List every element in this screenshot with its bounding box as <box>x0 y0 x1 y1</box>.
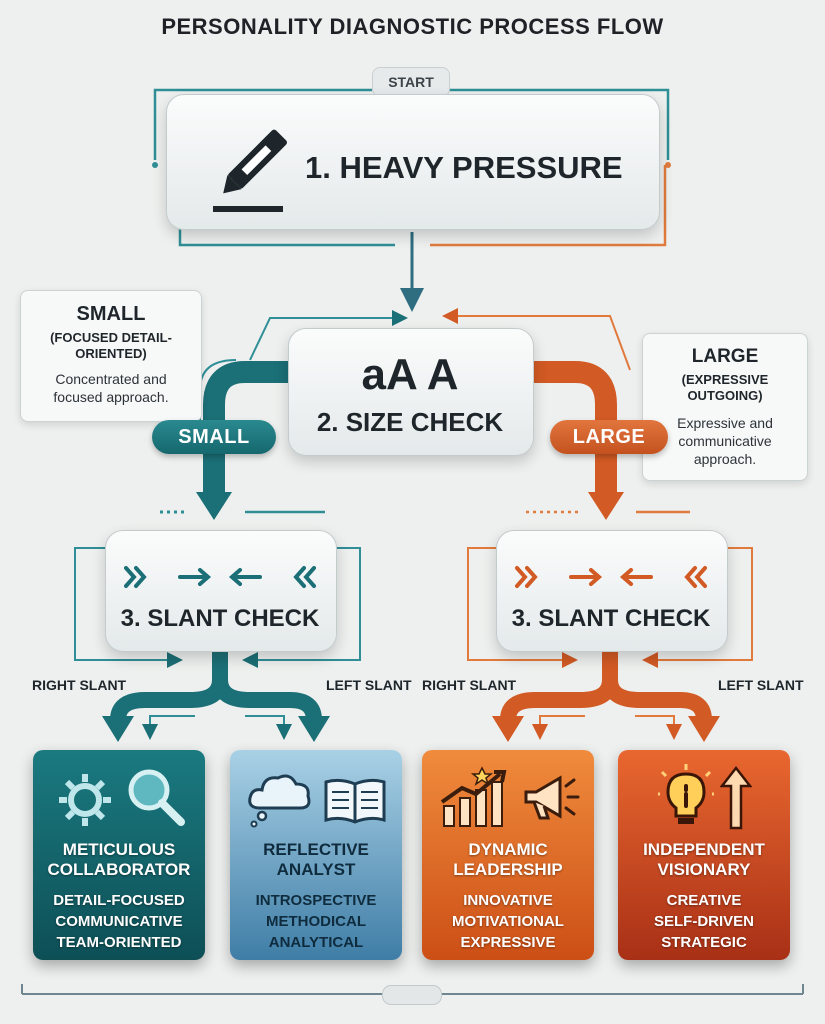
converging-arrows-icon <box>124 566 316 588</box>
large-note-heading: LARGE <box>691 346 759 367</box>
start-label: START <box>372 67 450 97</box>
up-arrow-icon <box>720 765 752 830</box>
branch-label-left-slant: LEFT SLANT <box>326 677 412 693</box>
branch-label-right-slant: RIGHT SLANT <box>32 677 127 693</box>
trait: CREATIVE <box>666 892 742 909</box>
result-card-meticulous-collaborator: METICULOUS COLLABORATOR DETAIL-FOCUSED C… <box>33 750 205 960</box>
result-traits: INNOVATIVE MOTIVATIONAL EXPRESSIVE <box>422 890 594 953</box>
growth-chart-icon <box>440 766 507 827</box>
converging-arrows-icon <box>515 566 707 588</box>
pencil-icon <box>213 129 287 212</box>
megaphone-icon <box>524 775 580 820</box>
branch-label-right-slant: RIGHT SLANT <box>422 677 517 693</box>
result-traits: INTROSPECTIVE METHODICAL ANALYTICAL <box>230 890 402 953</box>
size-check-label: 2. SIZE CHECK <box>316 407 504 437</box>
result-title: REFLECTIVE ANALYST <box>263 840 369 879</box>
thought-cloud-icon <box>248 774 311 828</box>
gear-icon <box>59 774 111 826</box>
size-glyph: aA A <box>361 350 459 399</box>
branch-label-left-slant: LEFT SLANT <box>718 677 804 693</box>
trait: ANALYTICAL <box>268 934 364 951</box>
slant-check-box-left <box>105 530 337 652</box>
trait: TEAM-ORIENTED <box>56 934 182 951</box>
trait: INTROSPECTIVE <box>255 892 377 909</box>
magnifier-icon <box>128 769 185 826</box>
slant-check-label-right: 3. SLANT CHECK <box>511 605 711 632</box>
trait: COMMUNICATIVE <box>55 913 183 930</box>
lightbulb-icon <box>658 764 714 824</box>
size-check-box <box>288 328 534 456</box>
small-note: SMALL (FOCUSED DETAIL-ORIENTED) Concentr… <box>20 290 202 422</box>
large-note-text: Expressive and communicative approach. <box>677 415 773 467</box>
slant-check-label-left: 3. SLANT CHECK <box>120 605 320 632</box>
large-note: LARGE (EXPRESSIVE OUTGOING) Expressive a… <box>642 333 808 481</box>
small-note-text: Concentrated and focused approach. <box>53 371 169 405</box>
result-traits: CREATIVE SELF-DRIVEN STRATEGIC <box>618 890 790 953</box>
result-title: INDEPENDENT VISIONARY <box>643 840 765 879</box>
result-traits: DETAIL-FOCUSED COMMUNICATIVE TEAM-ORIENT… <box>33 890 205 953</box>
small-note-sub: (FOCUSED DETAIL-ORIENTED) <box>50 330 172 361</box>
large-note-sub: (EXPRESSIVE OUTGOING) <box>681 372 769 403</box>
trait: STRATEGIC <box>661 934 747 951</box>
trait: METHODICAL <box>266 913 366 930</box>
trait: MOTIVATIONAL <box>452 913 564 930</box>
result-card-dynamic-leadership: DYNAMIC LEADERSHIP INNOVATIVE MOTIVATION… <box>422 750 594 960</box>
page-title: PERSONALITY DIAGNOSTIC PROCESS FLOW <box>161 14 664 39</box>
book-icon <box>324 778 386 824</box>
result-card-independent-visionary: INDEPENDENT VISIONARY CREATIVE SELF-DRIV… <box>618 750 790 960</box>
step1-label: 1. HEAVY PRESSURE <box>305 150 623 185</box>
result-title: DYNAMIC LEADERSHIP <box>453 840 563 879</box>
result-card-reflective-analyst: REFLECTIVE ANALYST INTROSPECTIVE METHODI… <box>230 750 402 960</box>
trait: DETAIL-FOCUSED <box>53 892 185 909</box>
slant-check-box-right <box>496 530 728 652</box>
result-title: METICULOUS COLLABORATOR <box>47 840 191 879</box>
footer-handle <box>382 985 442 1005</box>
trait: INNOVATIVE <box>463 892 553 909</box>
trait: SELF-DRIVEN <box>653 913 754 930</box>
small-note-heading: SMALL <box>76 303 146 325</box>
large-pill: LARGE <box>550 420 668 454</box>
small-pill: SMALL <box>152 420 276 454</box>
trait: EXPRESSIVE <box>460 934 556 951</box>
